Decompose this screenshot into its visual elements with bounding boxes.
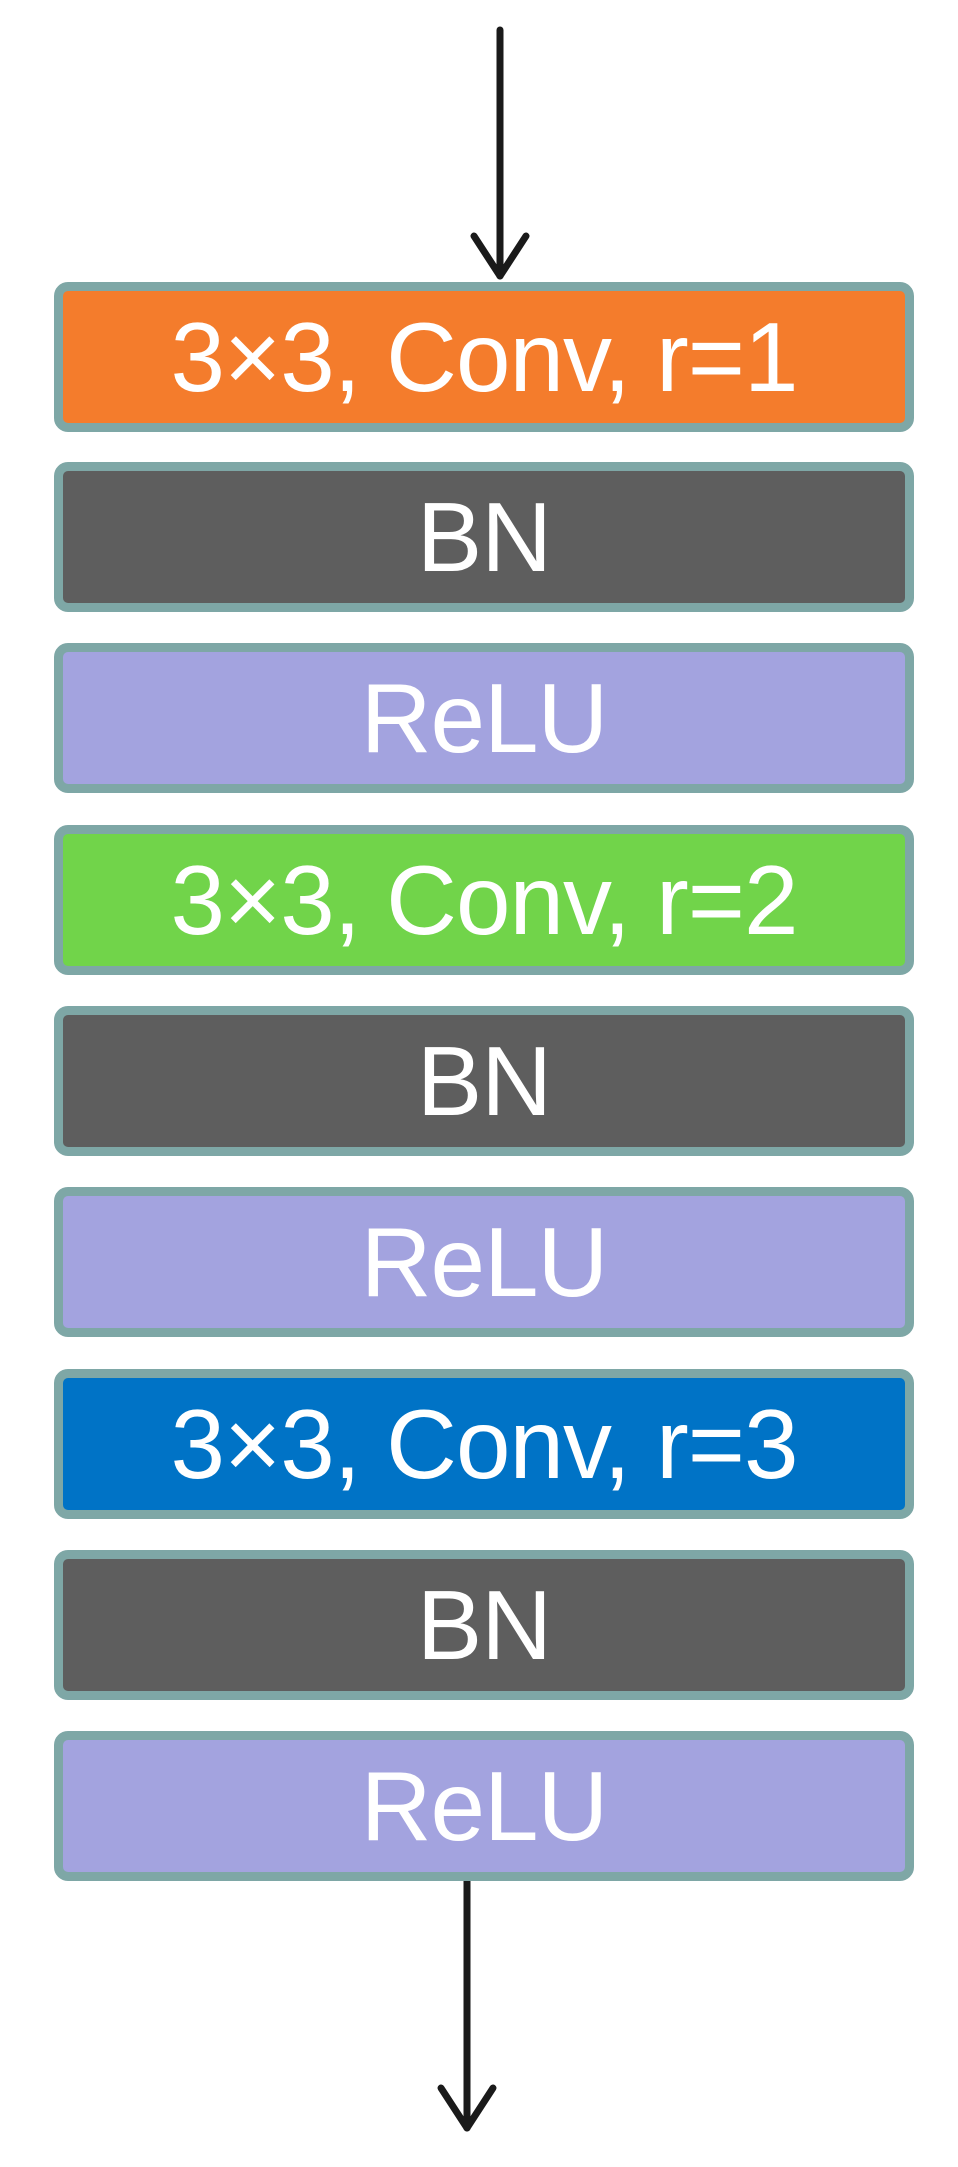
conv-layer-r1: 3×3, Conv, r=1 (54, 282, 914, 432)
relu-layer-2: ReLU (54, 1187, 914, 1337)
conv-layer-r2: 3×3, Conv, r=2 (54, 825, 914, 975)
bn-layer-2: BN (54, 1006, 914, 1156)
bn-layer-3: BN (54, 1550, 914, 1700)
input-arrow (470, 26, 530, 280)
relu-layer-1: ReLU (54, 643, 914, 793)
conv-layer-r3: 3×3, Conv, r=3 (54, 1369, 914, 1519)
output-arrow (437, 1877, 497, 2132)
bn-layer-1: BN (54, 462, 914, 612)
relu-layer-3: ReLU (54, 1731, 914, 1881)
